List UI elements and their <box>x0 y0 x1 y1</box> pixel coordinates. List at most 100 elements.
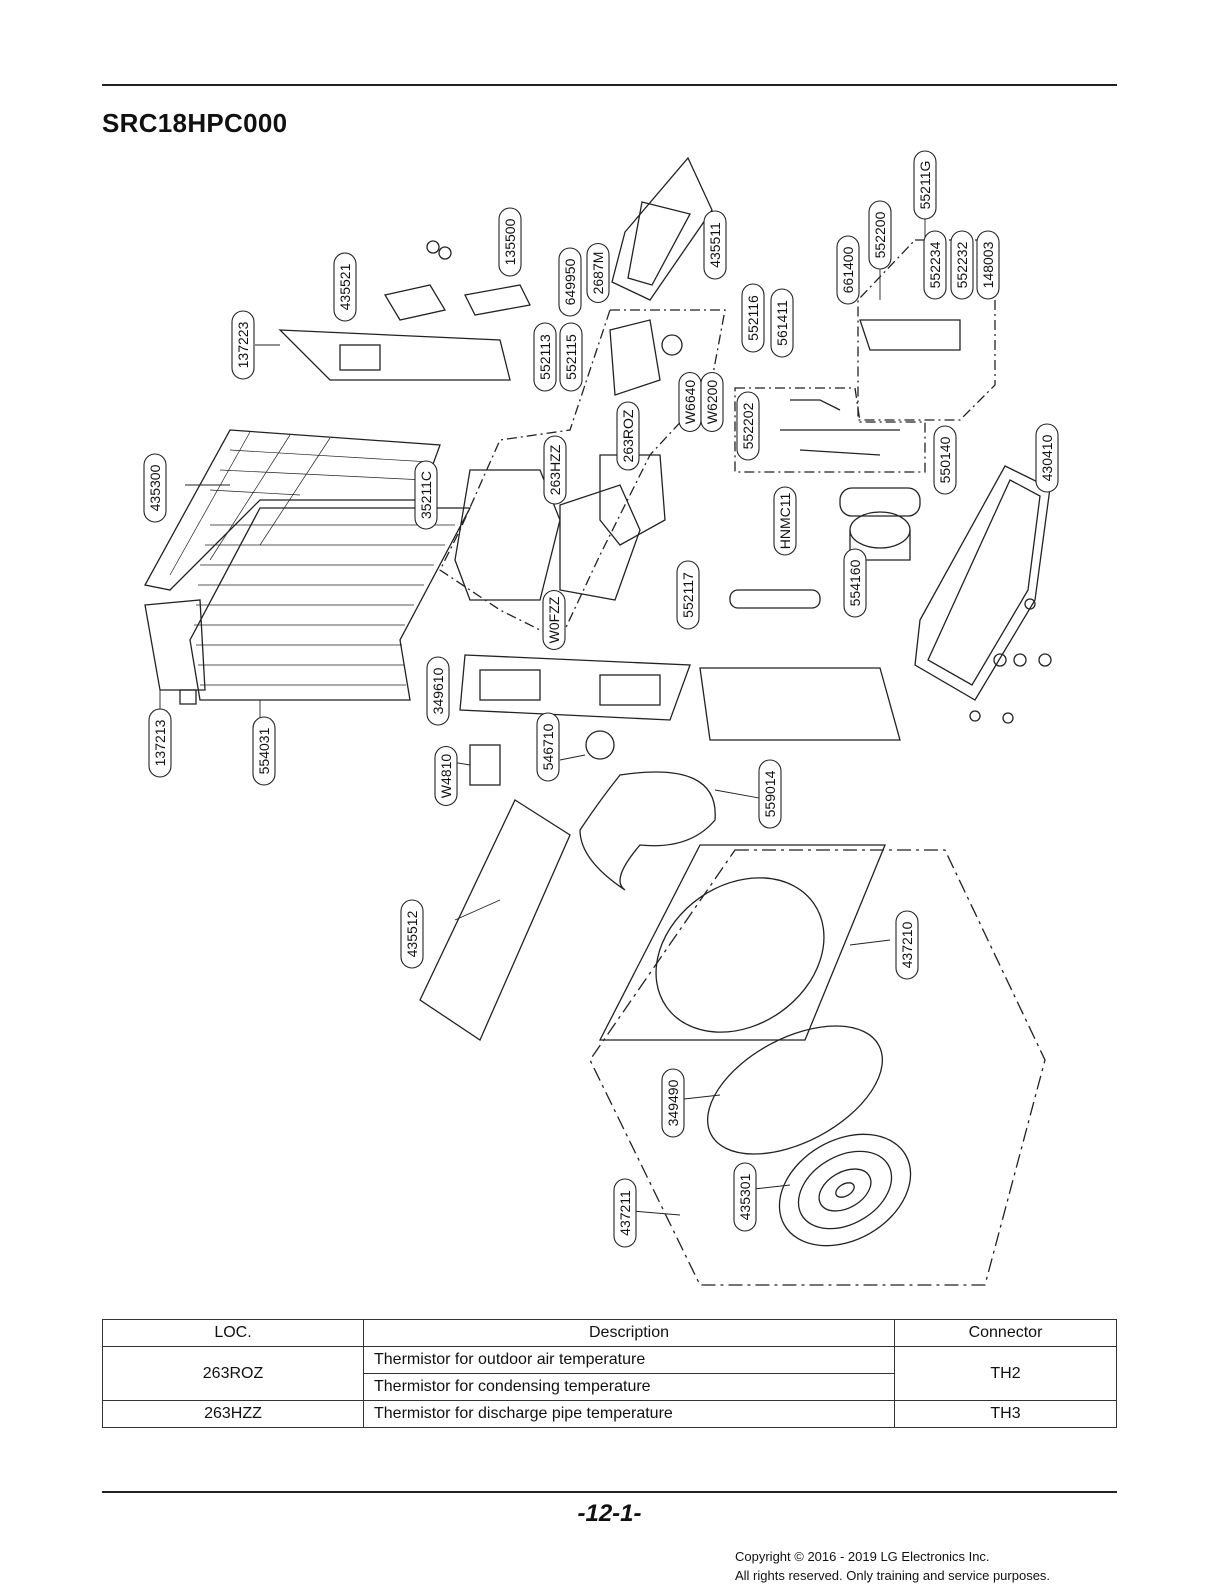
base-pan-part <box>914 465 1051 701</box>
loc-cell: 263ROZ <box>102 1346 364 1401</box>
part-callout: 435300 <box>143 453 167 523</box>
callout-code: 554160 <box>847 559 863 606</box>
callout-code: 263HZZ <box>547 444 563 495</box>
callout-code: 552202 <box>740 402 756 449</box>
callout-balloon <box>414 460 438 530</box>
part-callout: W4810 <box>434 745 458 807</box>
col-description-header: Description <box>363 1319 895 1347</box>
table-header-row: LOC. Description Connector <box>102 1319 1117 1347</box>
part-callout: 554031 <box>252 716 276 786</box>
col-loc-header: LOC. <box>102 1319 364 1347</box>
callout-code: W6200 <box>704 380 720 425</box>
part-callout: 552116 <box>741 283 765 353</box>
valve-group-outline <box>734 387 926 473</box>
callout-balloon <box>586 242 610 304</box>
callout-balloon <box>333 252 357 322</box>
table-row: 263ROZ Thermistor for outdoor air temper… <box>102 1346 1117 1401</box>
callout-code: 435511 <box>707 222 723 268</box>
part-callout: 137223 <box>231 310 255 380</box>
copyright-line: Copyright © 2016 - 2019 LG Electronics I… <box>735 1549 990 1564</box>
fan-guard-part <box>778 1133 912 1247</box>
rear-grille-part <box>144 429 441 591</box>
orifice-ring-part <box>706 1025 884 1155</box>
callout-balloon <box>559 322 583 392</box>
connector-cell: TH3 <box>894 1400 1117 1428</box>
part-callout: 552232 <box>950 230 974 300</box>
callout-code: W4810 <box>438 754 454 799</box>
model-title: SRC18HPC000 <box>102 108 288 138</box>
callout-balloon <box>143 453 167 523</box>
callout-balloon <box>700 371 724 433</box>
callout-balloon <box>533 322 557 392</box>
part-callout: 2687M <box>586 242 610 304</box>
callout-code: HNMC11 <box>777 493 793 550</box>
accumulator-part <box>729 589 821 609</box>
callout-balloon <box>733 1162 757 1232</box>
part-callout: 554160 <box>843 548 867 618</box>
part-callout: 559014 <box>758 759 782 829</box>
part-callout: HNMC11 <box>773 486 797 556</box>
loc-cell: 263HZZ <box>102 1400 364 1428</box>
callout-code: 437211 <box>617 1190 633 1236</box>
callout-code: 552116 <box>745 295 761 341</box>
reversing-valve-part <box>780 399 900 456</box>
part-callout: 263ROZ <box>616 401 640 471</box>
copyright-notice: Copyright © 2016 - 2019 LG Electronics I… <box>735 1547 1050 1585</box>
top-cover-part <box>611 156 713 301</box>
callout-code: 437210 <box>899 921 915 968</box>
callout-balloon <box>770 288 794 358</box>
callout-balloon <box>836 235 860 305</box>
callout-code: 550140 <box>937 436 953 483</box>
callout-code: 263ROZ <box>620 409 636 462</box>
front-panel-hexagon-outline <box>589 849 1046 1286</box>
page-number: -12-1- <box>577 1500 642 1527</box>
part-callout: 435521 <box>333 252 357 322</box>
part-callout: 263HZZ <box>543 435 567 505</box>
part-callout: 552202 <box>736 391 760 461</box>
callout-balloon <box>616 401 640 471</box>
callout-balloon <box>703 210 727 280</box>
callout-balloon <box>536 712 560 782</box>
callout-balloon <box>758 759 782 829</box>
callout-balloon <box>950 230 974 300</box>
callout-code: 552115 <box>563 334 579 380</box>
callout-code: 148003 <box>980 241 996 288</box>
callout-code: 2687M <box>590 252 606 295</box>
callout-code: 435301 <box>737 1173 753 1220</box>
partition-panel-part <box>699 667 901 741</box>
part-callout: 435511 <box>703 210 727 280</box>
side-panel-part <box>144 599 206 691</box>
top-rule <box>102 84 1117 86</box>
callout-balloon <box>498 207 522 277</box>
callout-code: 559014 <box>762 770 778 817</box>
condenser-coil-part <box>189 507 472 701</box>
connector-table: LOC. Description Connector 263ROZ Thermi… <box>102 1319 1117 1428</box>
callout-balloon <box>843 548 867 618</box>
callout-balloon <box>913 150 937 220</box>
callout-balloon <box>736 391 760 461</box>
part-callout: 437211 <box>613 1178 637 1248</box>
part-callout: 552234 <box>923 230 947 300</box>
part-callout: 649950 <box>558 247 582 317</box>
part-callout: 561411 <box>770 288 794 358</box>
propeller-fan-part <box>579 771 716 891</box>
callout-balloon <box>434 745 458 807</box>
callout-balloon <box>868 200 892 270</box>
description-cell: Thermistor for outdoor air temperature <box>363 1346 895 1374</box>
part-callout: 437210 <box>895 910 919 980</box>
part-callout: W0FZZ <box>542 589 566 651</box>
callout-code: 135500 <box>502 218 518 265</box>
part-callout: 546710 <box>536 712 560 782</box>
callout-code: 552200 <box>872 211 888 258</box>
callout-balloon <box>148 708 172 778</box>
part-callout: 552117 <box>676 560 700 630</box>
callout-code: 552232 <box>954 241 970 288</box>
compressor-part <box>839 487 921 561</box>
fan-motor-part <box>585 730 615 760</box>
callout-code: 349610 <box>430 667 446 714</box>
part-callout: 148003 <box>976 230 1000 300</box>
motor-mount-part <box>459 654 691 721</box>
part-callout: 349610 <box>426 656 450 726</box>
callout-code: 435300 <box>147 464 163 511</box>
